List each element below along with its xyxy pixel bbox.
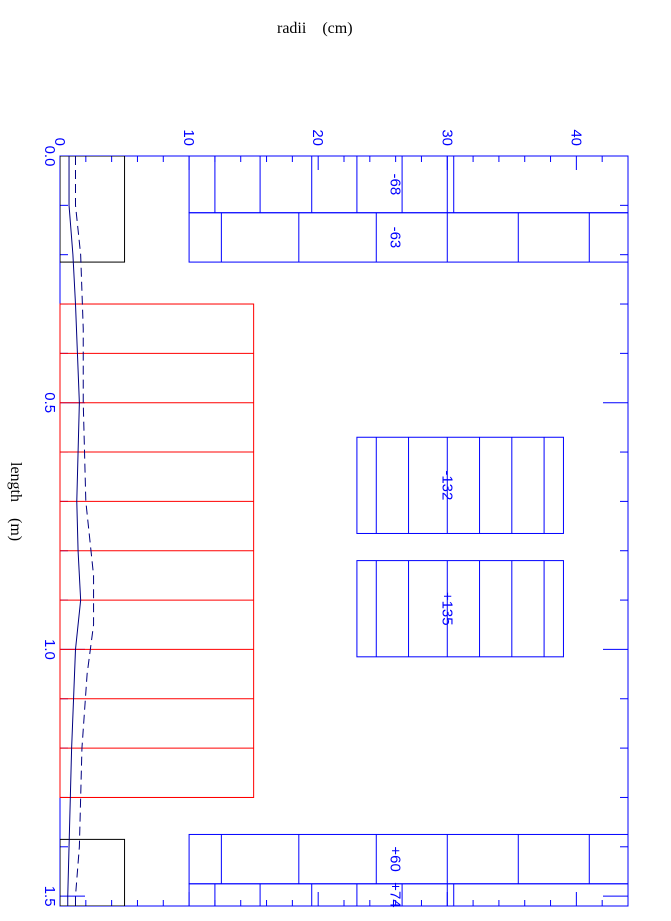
absorber-box [60,156,126,263]
magnet-box [356,436,564,534]
magnet-field-label: -68 [387,174,404,196]
length-tick-label: 0.0 [41,146,58,167]
radius-tick-label: 20 [309,129,326,146]
magnet-box [188,155,629,214]
length-tick-label: 0.5 [41,392,58,413]
radius-tick-label: 0 [51,138,68,146]
beam-envelope-dashed [74,156,95,906]
radius-tick-label: 10 [180,129,197,146]
magnet-box [188,212,629,263]
magnet-field-label: +60 [387,846,404,871]
length-tick-label: 1.5 [41,886,58,907]
magnet-field-label: -132 [438,470,455,500]
magnet-field-label: -63 [387,227,404,249]
absorber-box [60,838,126,906]
radius-tick-label: 30 [438,129,455,146]
y-axis-title: radii (cm) [277,20,353,37]
radius-tick-label: 40 [567,129,584,146]
plot-frame [59,155,629,907]
magnet-field-label: +135 [438,592,455,626]
magnet-box [188,833,629,885]
magnet-field-label: +74 [387,882,404,907]
magnet-box [356,560,564,658]
magnet-box [188,883,629,907]
beam-envelope-solid [67,156,82,906]
length-tick-label: 1.0 [41,639,58,660]
